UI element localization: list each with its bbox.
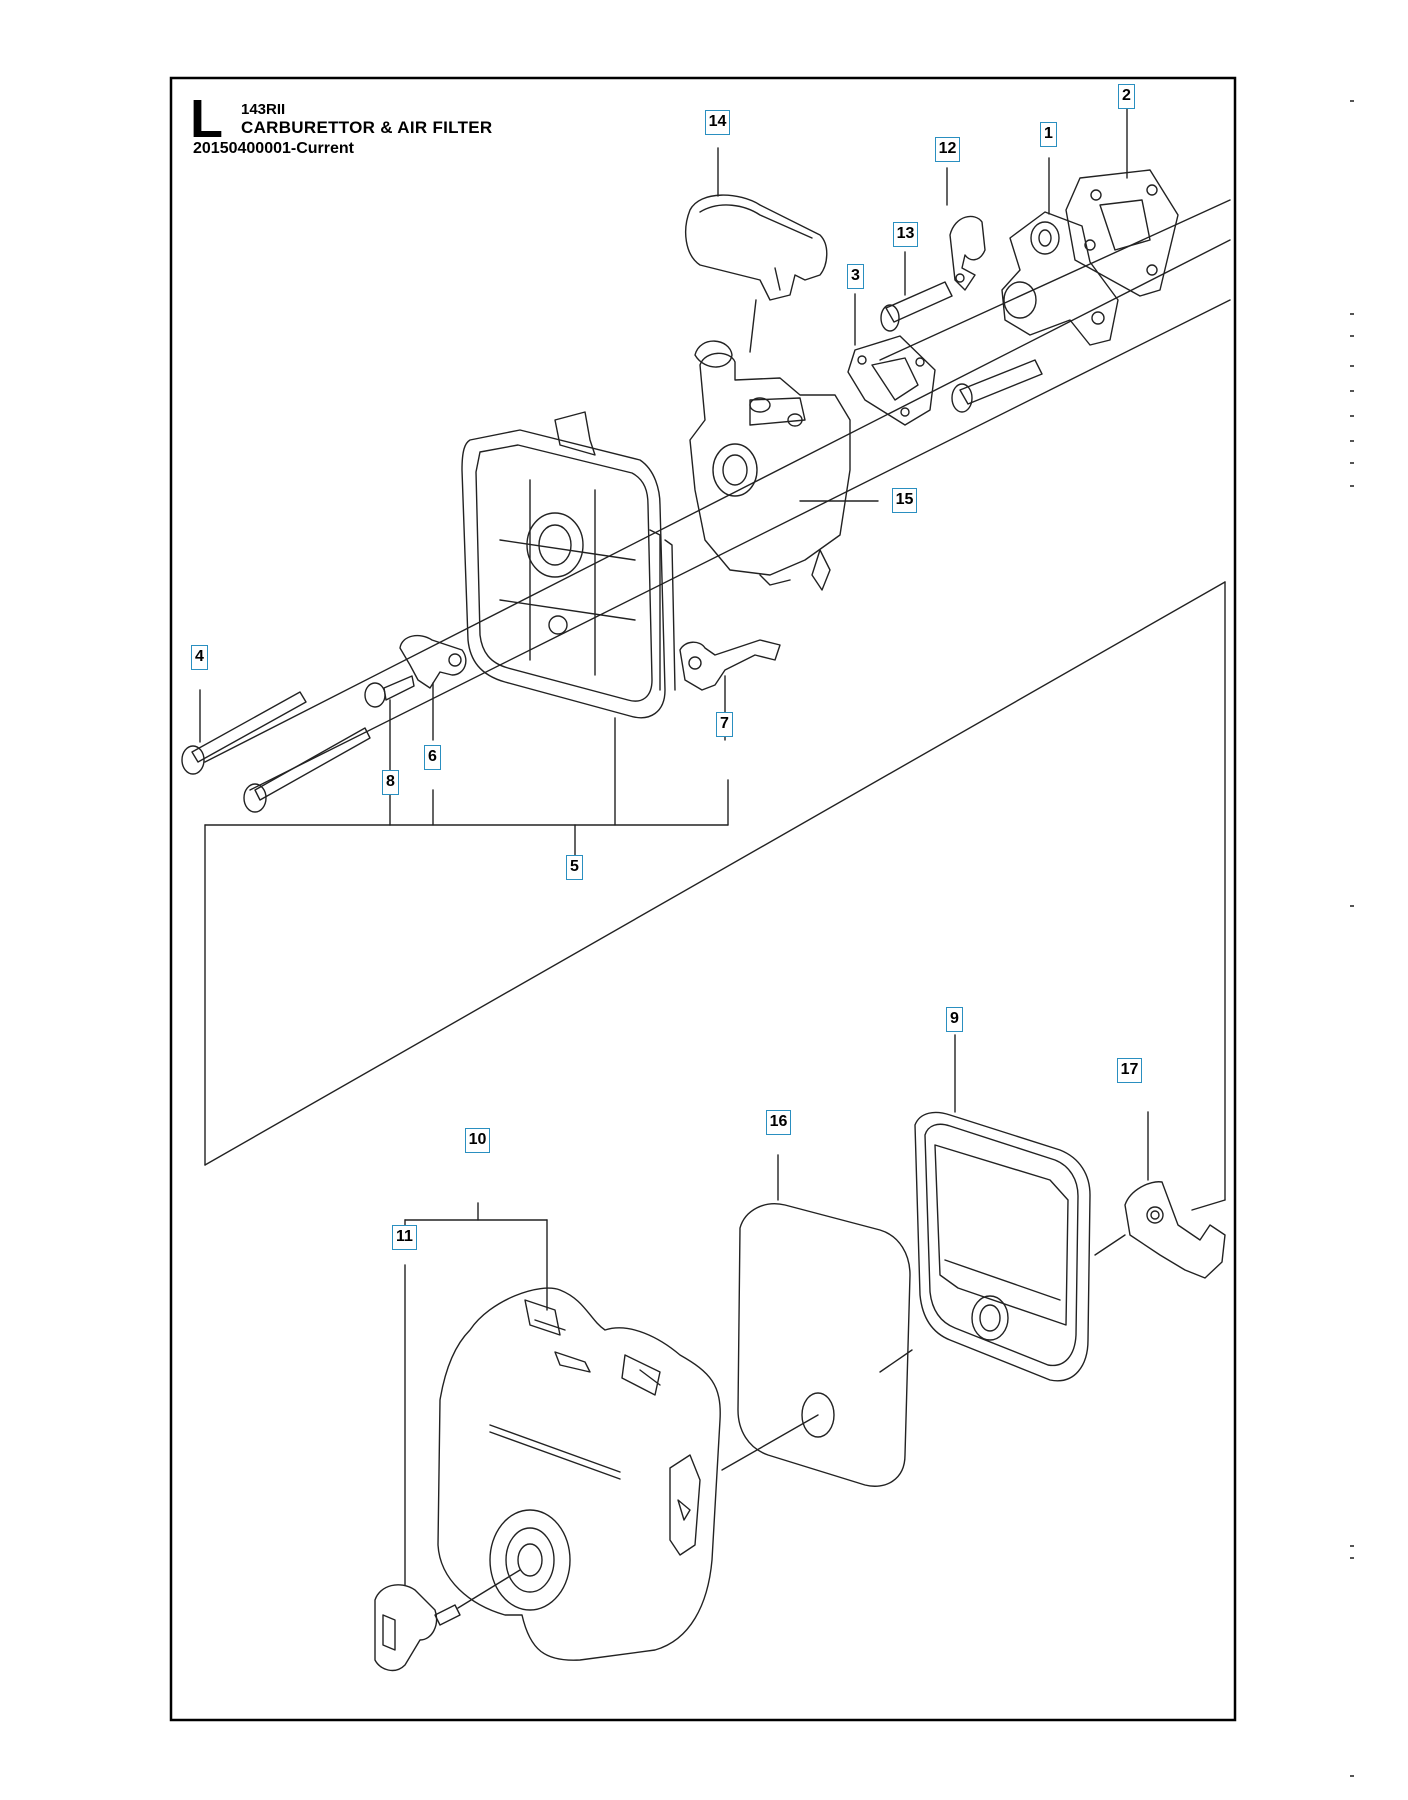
- part-9-filter-frame: [879, 1034, 1091, 1382]
- callout-15[interactable]: 15: [892, 488, 917, 513]
- part-2-gasket: [1065, 107, 1179, 297]
- callout-13[interactable]: 13: [893, 222, 918, 247]
- margin-mark: [1350, 462, 1354, 464]
- revision-code: 20150400001-Current: [193, 140, 354, 157]
- margin-mark: [1350, 390, 1354, 392]
- part-4-bolts: [181, 689, 371, 813]
- callout-2[interactable]: 2: [1118, 84, 1135, 109]
- margin-mark: [1350, 1557, 1354, 1559]
- callout-9[interactable]: 9: [946, 1007, 963, 1032]
- part-13-screw: [880, 251, 953, 332]
- callout-12[interactable]: 12: [935, 137, 960, 162]
- margin-mark: [1350, 335, 1354, 337]
- assembly-connector-lines: [204, 581, 1226, 1211]
- part-16-foam-filter: [737, 1154, 911, 1487]
- margin-mark: [1350, 100, 1354, 102]
- margin-mark: [1350, 1545, 1354, 1547]
- part-10-filter-cover: [404, 1202, 819, 1661]
- callout-4[interactable]: 4: [191, 645, 208, 670]
- callout-6[interactable]: 6: [424, 745, 441, 770]
- part-5-filter-base: [461, 411, 676, 719]
- section-letter: L: [190, 89, 223, 149]
- part-11-knob: [374, 1219, 521, 1672]
- callout-10[interactable]: 10: [465, 1128, 490, 1153]
- callout-1[interactable]: 1: [1040, 122, 1057, 147]
- margin-mark: [1350, 1775, 1354, 1777]
- page-title: CARBURETTOR & AIR FILTER: [241, 118, 493, 137]
- part-1-flange: [1001, 157, 1119, 346]
- callout-5[interactable]: 5: [566, 855, 583, 880]
- margin-mark: [1350, 313, 1354, 315]
- model-number: 143RII: [241, 101, 286, 118]
- diagram-frame: [169, 76, 1237, 1722]
- margin-mark: [1350, 905, 1354, 907]
- margin-mark: [1350, 415, 1354, 417]
- part-8-screw: [364, 675, 415, 771]
- part-17-bracket: [1094, 1111, 1226, 1279]
- part-6-deflector: [399, 634, 467, 741]
- callout-8[interactable]: 8: [382, 770, 399, 795]
- callout-3[interactable]: 3: [847, 264, 864, 289]
- callout-11[interactable]: 11: [392, 1225, 417, 1250]
- part-15-carburettor: [689, 340, 879, 591]
- part-3-gasket: [847, 293, 936, 426]
- margin-mark: [1350, 440, 1354, 442]
- callout-14[interactable]: 14: [705, 110, 730, 135]
- part-12-clip: [946, 167, 986, 291]
- margin-mark: [1350, 365, 1354, 367]
- callout-7[interactable]: 7: [716, 712, 733, 737]
- callout-17[interactable]: 17: [1117, 1058, 1142, 1083]
- part-14-cap: [685, 147, 828, 353]
- group-5-bracket: [389, 717, 729, 856]
- callout-16[interactable]: 16: [766, 1110, 791, 1135]
- margin-mark: [1350, 485, 1354, 487]
